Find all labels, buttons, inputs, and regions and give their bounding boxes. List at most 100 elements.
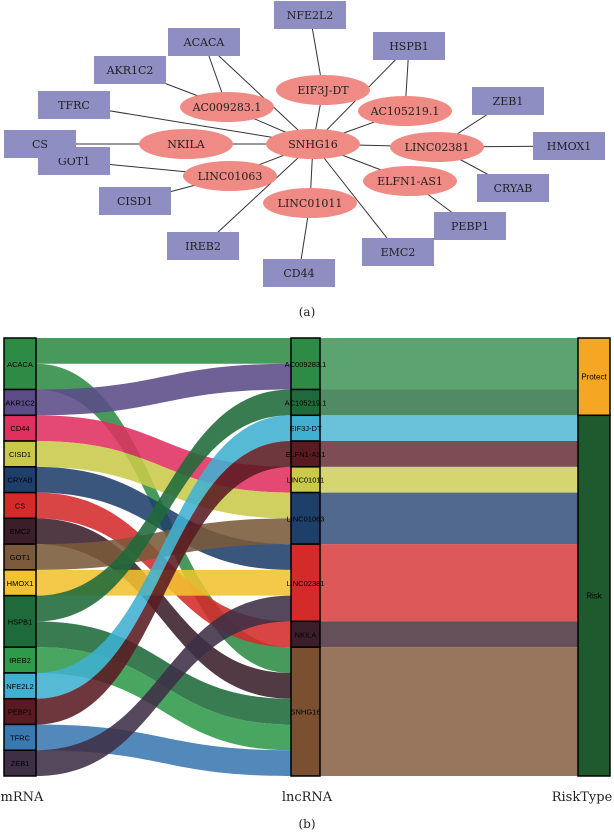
mrna-node-box (477, 174, 549, 202)
mrna-bar-emc2: EMC2 (3, 517, 37, 545)
sankey-bars: ACACAAKR1C2CD44CISD1CRYABCSEMC2GOT1HMOX1… (3, 337, 611, 777)
mrna-node-cd44: CD44 (263, 259, 335, 287)
lncrna-node-label: AC009283.1 (192, 101, 262, 114)
mrna-node-box (99, 187, 171, 215)
mrna-bar-label: TFRC (10, 733, 31, 742)
risk-bar-risk: Risk (577, 414, 611, 777)
lncrna-node-linc01063: LINC01063 (183, 161, 277, 191)
lncrna-bar-elfn1-as1: ELFN1-AS1 (285, 440, 326, 468)
edge-snhg16-ireb2 (202, 143, 314, 247)
lncrna-bar-linc01063: LINC01063 (287, 491, 325, 545)
mrna-node-box (274, 1, 346, 29)
mrna-node-label: ACACA (183, 36, 226, 49)
mrna-node-box (472, 87, 544, 115)
mrna-bar-label: PEBP1 (8, 708, 32, 717)
mrna-node-tfrc: TFRC (38, 91, 110, 119)
lncrna-bar-label: EIF3J-DT (289, 424, 322, 433)
mrna-bar-label: AKR1C2 (5, 398, 34, 407)
lncrna-bar-label: LINC02381 (287, 579, 325, 588)
lncrna-node-label: EIF3J-DT (297, 84, 349, 97)
mrna-node-box (362, 238, 434, 266)
flow-elfn1-as1-risk (320, 441, 578, 467)
mrna-bar-rect (3, 440, 37, 468)
axis-title-lncrna: lncRNA (282, 790, 333, 805)
mrna-bar-label: CD44 (10, 424, 29, 433)
lncrna-bar-rect (290, 491, 321, 545)
caption-a: (a) (299, 305, 316, 319)
mrna-bar-label: CISD1 (9, 450, 31, 459)
mrna-node-pebp1: PEBP1 (434, 212, 506, 240)
mrna-node-hspb1: HSPB1 (373, 32, 445, 60)
lncrna-node-ellipse (358, 96, 452, 126)
mrna-node-box (373, 32, 445, 60)
flow-hspb1-ac105219-1 (36, 389, 291, 622)
mrna-node-box (434, 212, 506, 240)
lncrna-bar-snhg16: SNHG16 (290, 646, 321, 777)
lncrna-bar-ac105219-1: AC105219.1 (285, 388, 327, 417)
mrna-bar-label: ZEB1 (11, 759, 30, 768)
mrna-bar-hspb1: HSPB1 (3, 594, 37, 648)
mrna-bar-rect (3, 594, 37, 648)
mrna-node-label: CS (32, 138, 48, 151)
mrna-bar-label: NFE2L2 (6, 682, 34, 691)
mrna-node-label: AKR1C2 (106, 64, 154, 77)
edge-snhg16-acaca (203, 41, 314, 145)
lncrna-node-label: NKILA (167, 138, 205, 151)
flow-nfe2l2-eif3j-dt (36, 415, 291, 699)
mrna-node-zeb1: ZEB1 (472, 87, 544, 115)
lncrna-node-ac009283-1: AC009283.1 (180, 92, 274, 122)
lncrna-node-label: SNHG16 (288, 138, 338, 151)
lncrna-bar-rect (290, 543, 321, 623)
lncrna-bar-label: ELFN1-AS1 (285, 450, 325, 459)
lncrna-bar-eif3j-dt: EIF3J-DT (289, 414, 322, 442)
mrna-bar-tfrc: TFRC (3, 723, 37, 751)
lncrna-node-ac105219-1: AC105219.1 (358, 96, 452, 126)
lncrna-node-label: LINC01063 (198, 170, 263, 183)
mrna-bar-label: ACACA (7, 360, 33, 369)
mrna-node-box (4, 130, 76, 158)
lncrna-bar-rect (290, 388, 321, 417)
mrna-node-cisd1: CISD1 (99, 187, 171, 215)
mrna-bar-cryab: CRYAB (3, 466, 37, 494)
flow-pebp1-elfn1-as1 (36, 441, 291, 725)
mrna-node-cs: CS (4, 130, 76, 158)
mrna-bar-rect (3, 543, 37, 571)
mrna-node-label: CD44 (283, 267, 314, 280)
mrna-node-nfe2l2: NFE2L2 (274, 1, 346, 29)
lncrna-bar-linc02381: LINC02381 (287, 543, 325, 623)
mrna-node-label: PEBP1 (451, 220, 489, 233)
mrna-bar-label: GOT1 (10, 553, 30, 562)
lncrna-bar-label: AC105219.1 (285, 398, 327, 407)
lncrna-bar-nkila: NKILA (290, 620, 321, 648)
lncrna-bar-ac009283-1: AC009283.1 (285, 337, 327, 391)
mrna-bar-rect (3, 749, 37, 777)
flow-acaca-ac009283-1 (36, 338, 291, 364)
lncrna-node-elfn1-as1: ELFN1-AS1 (363, 166, 457, 196)
lncrna-node-label: LINC01011 (278, 197, 343, 210)
flow-cisd1-linc01063 (36, 441, 291, 519)
flow-linc01063-risk (320, 492, 578, 545)
mrna-bar-got1: GOT1 (3, 543, 37, 571)
lncrna-bar-label: SNHG16 (290, 708, 320, 717)
mrna-node-box (168, 28, 240, 56)
risk-bar-rect (577, 337, 611, 417)
lncrna-node-linc01011: LINC01011 (263, 188, 357, 218)
lncrna-node-label: LINC02381 (405, 141, 470, 154)
lncrna-node-eif3j-dt: EIF3J-DT (276, 75, 370, 105)
mrna-bar-nfe2l2: NFE2L2 (3, 672, 37, 700)
axis-title-mrna: mRNA (1, 790, 44, 805)
network-diagram: NFE2L2HSPB1ZEB1HMOX1CRYABPEBP1EMC2CD44IR… (4, 1, 605, 287)
mrna-node-ireb2: IREB2 (167, 232, 239, 260)
lncrna-bar-linc01011: LINC01011 (287, 466, 324, 494)
mrna-bar-label: HSPB1 (8, 617, 33, 626)
mrna-bar-label: IREB2 (9, 656, 31, 665)
mrna-node-label: NFE2L2 (287, 9, 334, 22)
flow-eif3j-dt-risk (320, 415, 578, 442)
mrna-node-label: TFRC (58, 99, 90, 112)
axis-title-risktype: RiskType (552, 790, 613, 805)
lncrna-bar-label: AC009283.1 (285, 360, 327, 369)
mrna-bar-label: CRYAB (7, 476, 32, 485)
flow-snhg16-risk (320, 647, 578, 776)
lncrna-bar-label: LINC01063 (287, 514, 325, 523)
risk-bar-label: Risk (586, 592, 603, 601)
